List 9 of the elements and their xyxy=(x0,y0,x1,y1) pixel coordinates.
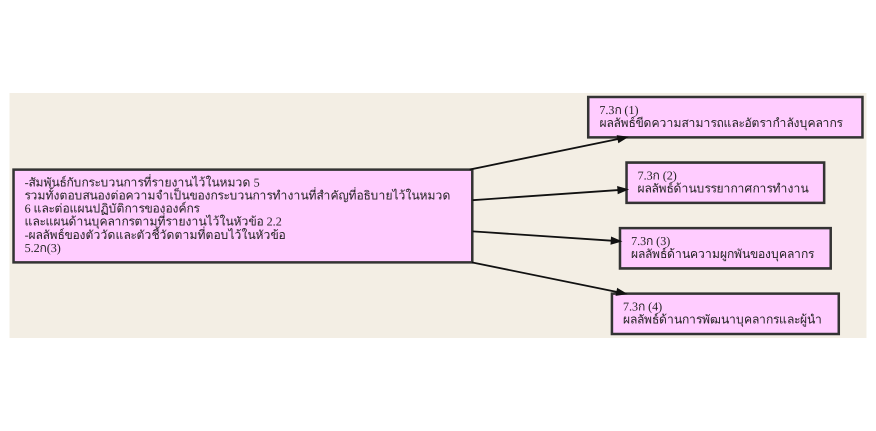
node-box: 7.3ก (4) ผลลัพธ์ด้านการพัฒนาบุคลากรและผู้นำ xyxy=(610,292,840,336)
arrow xyxy=(472,262,628,296)
node-box: 7.3ก (2) ผลลัพธ์ด้านบรรยากาศการทำงาน xyxy=(625,161,826,204)
node-box: 7.3ก (1) ผลลัพธ์ขีดความสามารถและอัตรากำลังบุคลากร xyxy=(586,96,864,139)
node-box: -สัมพันธ์กับกระบวนการที่รายงานไว้ในหมวด 5 รวมทั้งตอบสนองต่อความจำเป็นของกระบวนการทำงานที่สำคัญที่อธิบายไว้ในหมวด 6 และต่อแผนปฏิบัติการขององค์กร และแผนด้านบุคลากรตามที่รายงานไว้ในหัวข้อ 2.2 -ผลลัพธ์ของตัววัดและตัวชี้วัดตามที่ตอบไว้ในหัวข้อ 5.2ก(3) xyxy=(12,168,474,264)
arrow xyxy=(470,135,629,170)
arrow xyxy=(472,230,622,245)
arrow xyxy=(472,186,630,202)
node-box: 7.3ก (3) ผลลัพธ์ด้านความผูกพันของบุคลากร xyxy=(618,226,832,270)
